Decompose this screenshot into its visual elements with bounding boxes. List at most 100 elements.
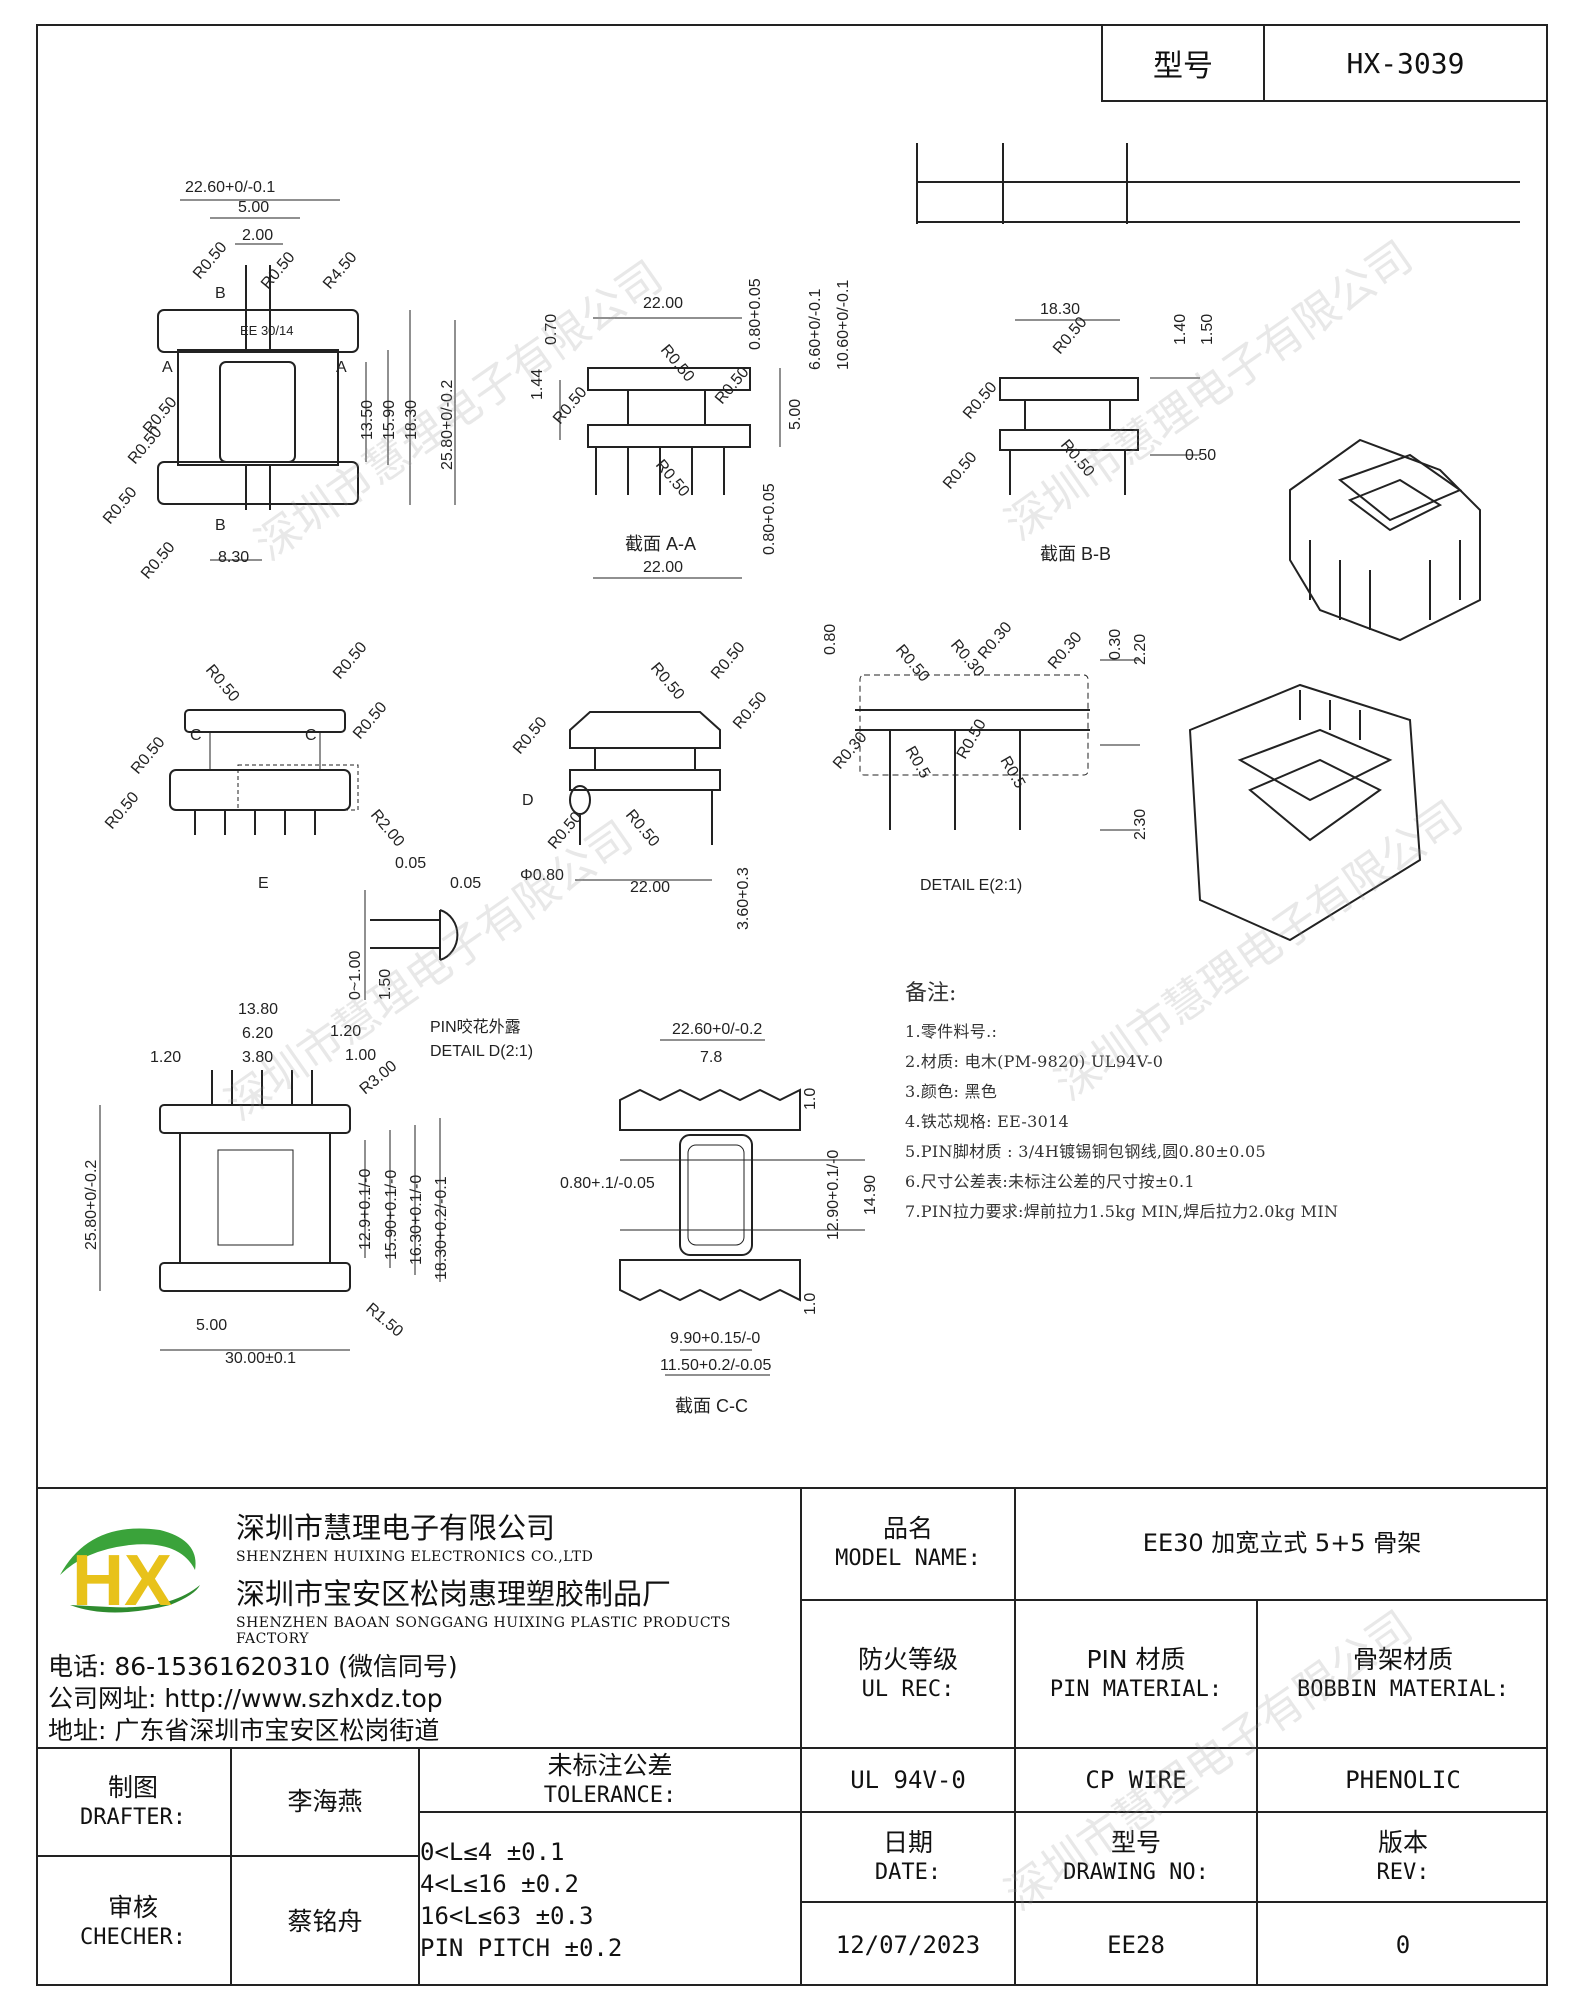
dim-text: C — [305, 727, 317, 744]
dim-text: 22.60+0/-0.2 — [672, 1021, 762, 1038]
detail-label: DETAIL E(2:1) — [920, 877, 1022, 894]
dim-text: R0.5 — [997, 754, 1029, 792]
dim-text: R0.50 — [892, 642, 933, 686]
company-name-en: SHENZHEN HUIXING ELECTRONICS CO.,LTD — [236, 1549, 594, 1565]
fire-rating-cn: 防火等级 — [857, 1645, 958, 1674]
dim-text: E — [258, 875, 269, 892]
dim-text: R0.50 — [190, 239, 231, 283]
dim-text: R0.30 — [1045, 629, 1086, 673]
dim-text: D — [522, 792, 534, 809]
bobbin-material-value-cell: PHENOLIC — [1256, 1747, 1548, 1811]
rev-en: REV: — [1376, 1860, 1430, 1885]
drafter-name-cell: 李海燕 — [230, 1747, 418, 1855]
dim-text: R4.50 — [320, 249, 361, 293]
notes-item: 5.PIN脚材质 : 3/4H镀锡铜包钢线,圆0.80±0.05 — [905, 1142, 1266, 1161]
dim-text: 1.50 — [377, 969, 394, 1000]
bobbin-material-cn: 骨架材质 — [1352, 1645, 1453, 1674]
dim-text: 1.0 — [802, 1088, 819, 1110]
drawing-no-value: EE28 — [1107, 1930, 1165, 1959]
dim-text: 6.60+0/-0.1 — [807, 289, 824, 371]
dim-text: R0.50 — [350, 699, 391, 743]
dim-text: 16.30+0.1/-0 — [408, 1175, 425, 1265]
section-cc-view — [619, 1039, 865, 1376]
section-bb-view — [999, 319, 1200, 495]
top-view — [157, 199, 456, 561]
dim-text: R0.50 — [510, 714, 551, 758]
dim-text: 13.50 — [359, 400, 376, 440]
section-aa-view — [559, 317, 781, 579]
dim-text: 22.60+0/-0.1 — [185, 179, 275, 196]
drafter-label: 制图 DRAFTER: — [36, 1747, 230, 1855]
dim-text: R0.50 — [730, 689, 771, 733]
title-block: HX 深圳市慧理电子有限公司 SHENZHEN HUIXING ELECTRON… — [36, 1487, 1548, 1986]
factory-name-en: SHENZHEN BAOAN SONGGANG HUIXING PLASTIC … — [236, 1615, 731, 1647]
dim-text: 18.30 — [1040, 301, 1080, 318]
dim-text: R0.50 — [657, 342, 698, 386]
notes-title: 备注: — [905, 981, 957, 1006]
notes-item: 7.PIN拉力要求:焊前拉力1.5kg MIN,焊后拉力2.0kg MIN — [905, 1202, 1339, 1221]
front-view — [169, 709, 359, 835]
bottom-view — [99, 1070, 441, 1351]
company-phone: 电话: 86-15361620310 (微信同号) — [48, 1652, 458, 1681]
date-value: 12/07/2023 — [835, 1930, 981, 1959]
dim-text: R2.00 — [367, 807, 408, 851]
dim-text: 3.60+0.3 — [735, 867, 752, 930]
dim-text: 0.80+0.05 — [747, 278, 764, 350]
dim-text: R0.50 — [550, 384, 591, 428]
bobbin-material-value: PHENOLIC — [1345, 1766, 1461, 1794]
dim-text: R0.50 — [960, 379, 1001, 423]
dim-text: R0.30 — [975, 619, 1016, 663]
fire-rating-value: UL 94V-0 — [850, 1766, 966, 1794]
pin-material-label: PIN 材质 PIN MATERIAL: — [1014, 1599, 1256, 1747]
dim-text: 0.30 — [1107, 629, 1124, 660]
notes-item: 1.零件料号.: — [905, 1022, 998, 1041]
dim-text: 10.60+0/-0.1 — [835, 280, 852, 370]
section-label: 截面 B-B — [1040, 544, 1111, 564]
dim-text: 2.30 — [1132, 809, 1149, 840]
drafter-cn: 制图 — [107, 1773, 158, 1802]
dim-text: Φ0.80 — [520, 867, 564, 884]
notes-item: 3.颜色: 黑色 — [905, 1082, 998, 1101]
tolerance-row: PIN PITCH ±0.2 — [420, 1933, 623, 1962]
tolerance-row: 0<L≤4 ±0.1 — [420, 1837, 565, 1866]
title-box: 型号 HX-3039 — [1101, 24, 1548, 102]
dim-text: 6.20 — [242, 1025, 273, 1042]
rev-value: 0 — [1395, 1930, 1411, 1959]
dim-text: 25.80+0/-0.2 — [439, 380, 456, 470]
section-label: 截面 A-A — [625, 534, 696, 554]
dim-text: R1.50 — [362, 1300, 406, 1341]
dim-text: 8.30 — [218, 549, 249, 566]
isometric-view-top — [1289, 438, 1481, 642]
dim-text: 15.90 — [381, 400, 398, 440]
company-name-cn: 深圳市慧理电子有限公司 — [236, 1511, 556, 1545]
drawing-no-value-cell: EE28 — [1014, 1901, 1256, 1986]
drawing-no-en: DRAWING NO: — [1063, 1860, 1209, 1885]
title-box-label: 型号 — [1103, 26, 1265, 100]
dim-text: C — [190, 727, 202, 744]
pin-material-en: PIN MATERIAL: — [1049, 1677, 1223, 1702]
model-name-value: EE30 加宽立式 5+5 骨架 — [1142, 1529, 1422, 1557]
dim-text: A — [162, 359, 173, 376]
dim-text: R0.50 — [100, 484, 141, 528]
company-logo: HX — [60, 1528, 200, 1621]
dim-text: 22.00 — [643, 559, 683, 576]
date-label: 日期 DATE: — [800, 1811, 1014, 1901]
tolerance-cn: 未标注公差 — [547, 1751, 673, 1780]
dim-text: R0.50 — [258, 249, 299, 293]
dim-text: A — [336, 359, 347, 376]
dim-text: 22.00 — [630, 879, 670, 896]
dim-text: 0.80 — [822, 624, 839, 655]
dim-text: R0.50 — [138, 539, 179, 583]
rev-label: 版本 REV: — [1256, 1811, 1548, 1901]
pin-material-value-cell: CP WIRE — [1014, 1747, 1256, 1811]
dim-text: 30.00±0.1 — [225, 1350, 296, 1367]
dim-text: R0.5 — [902, 744, 934, 782]
dim-text: 1.00 — [345, 1047, 376, 1064]
dim-text: 1.20 — [150, 1049, 181, 1066]
rev-cn: 版本 — [1377, 1828, 1428, 1857]
dim-text: R0.50 — [712, 364, 753, 408]
dim-text: 1.0 — [802, 1293, 819, 1315]
company-logo-text: HX — [72, 1541, 172, 1621]
pin-material-cn: PIN 材质 — [1086, 1645, 1186, 1674]
dim-text: R0.50 — [652, 457, 693, 501]
